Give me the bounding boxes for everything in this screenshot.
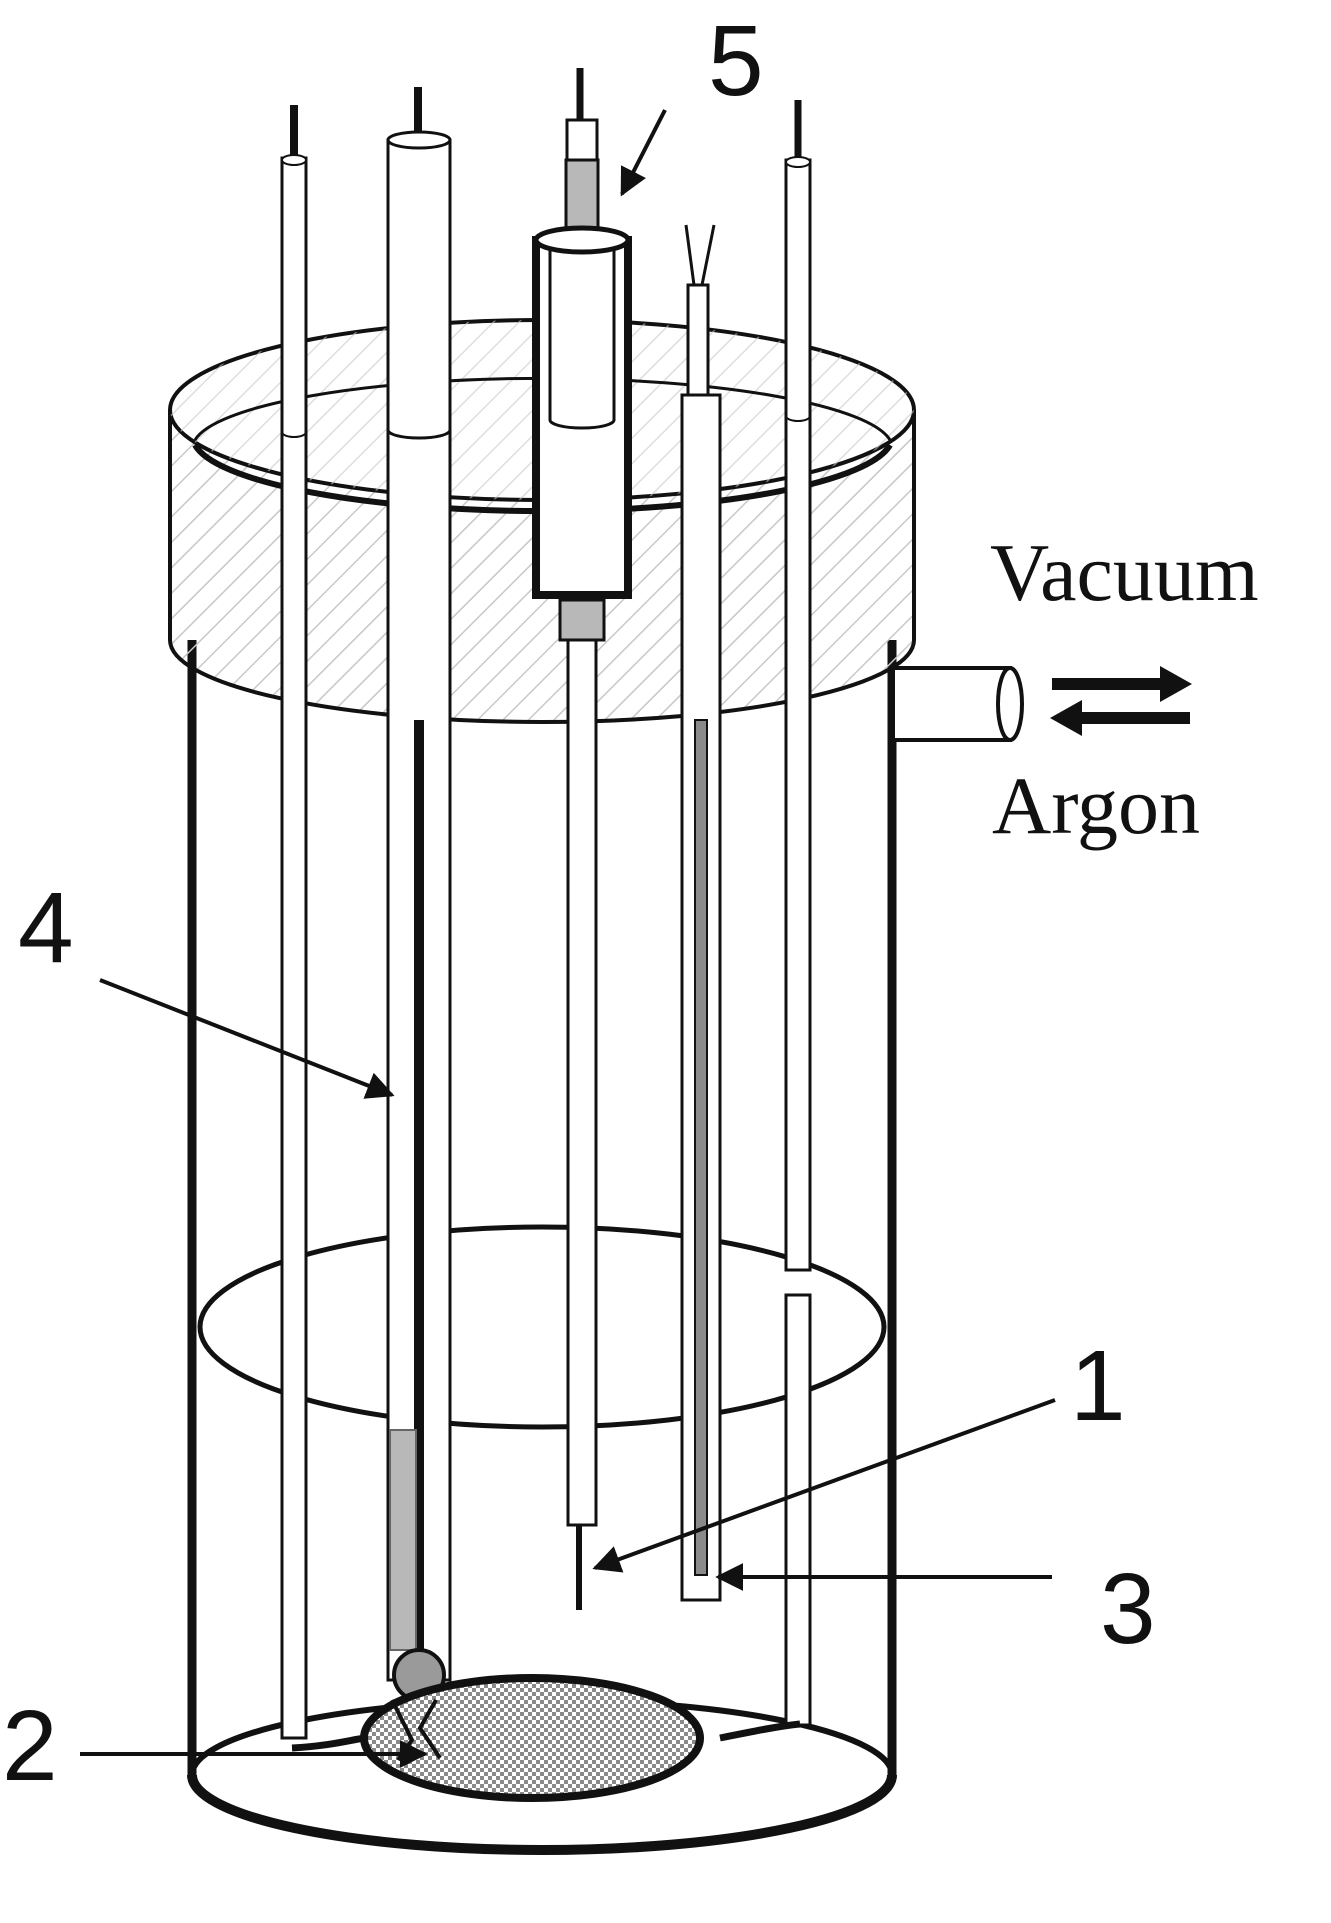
arrow-5	[620, 109, 667, 197]
argon-label: Argon	[992, 760, 1200, 851]
vacuum-label: Vacuum	[990, 527, 1259, 618]
label-3: 3	[1100, 1553, 1156, 1665]
gas-flow-arrows	[1050, 666, 1192, 736]
arrow-1	[592, 1398, 1056, 1573]
label-2: 2	[2, 1690, 58, 1802]
metal-pool	[291, 1674, 801, 1802]
electrode-4-assembly	[386, 87, 452, 1702]
electrode-1-plate	[576, 1525, 582, 1610]
left-thin-tube	[280, 105, 308, 1740]
callout-arrows	[80, 109, 1056, 1768]
label-4: 4	[18, 872, 74, 984]
label-1: 1	[1070, 1330, 1126, 1442]
cell-vessel	[187, 640, 897, 1855]
label-5: 5	[708, 5, 764, 117]
gas-port	[895, 666, 1024, 742]
electrolyte-surface	[197, 1224, 887, 1430]
electrode-5-assembly	[532, 68, 632, 1610]
arrow-4	[99, 978, 395, 1099]
right-thin-tube	[784, 100, 812, 1727]
electrode-3-assembly	[680, 224, 722, 1602]
